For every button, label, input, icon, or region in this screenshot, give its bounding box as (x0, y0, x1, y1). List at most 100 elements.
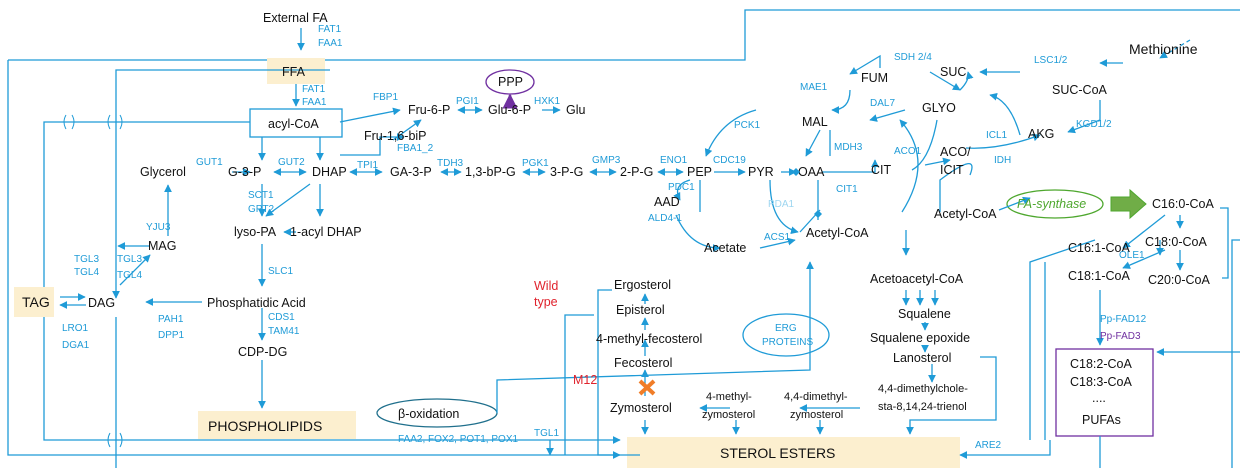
acetyl-coa-cyto-label: Acetyl-CoA (934, 207, 997, 221)
enzyme-cit1: CIT1 (836, 184, 858, 195)
glu-label: Glu (566, 103, 586, 117)
dimethylzymosterol-label-1: 4,4-dimethyl- (784, 391, 848, 403)
enzyme-tgl4-b: TGL4 (117, 270, 142, 281)
pep-label: PEP (687, 165, 712, 179)
c200-label: C20:0-CoA (1148, 273, 1210, 287)
enzyme-tgl1: TGL1 (534, 428, 559, 439)
fa-synthase-block-arrow-icon (1110, 188, 1147, 220)
fa-synthase-label: FA-synthase (1017, 197, 1086, 211)
acyl-dhap-label: 1-acyl DHAP (290, 225, 362, 239)
enzyme-tdh3: TDH3 (437, 158, 464, 169)
fa-synthase-ellipse (1006, 189, 1104, 219)
g3p-label: G-3-P (228, 165, 261, 179)
metabolite-labels: External FA FFA acyl-CoA PPP Fru-6-P Glu… (22, 11, 1214, 461)
erg-label-1: ERG (775, 323, 797, 334)
enzyme-gpt2: GPT2 (248, 204, 275, 215)
enzyme-faa1-a: FAA1 (318, 38, 343, 49)
enzyme-yju3: YJU3 (146, 222, 171, 233)
enzyme-gmp3: GMP3 (592, 155, 621, 166)
ppp-label: PPP (498, 75, 523, 89)
dimethylzymosterol-label-2: zymosterol (790, 409, 843, 421)
enzyme-icl1: ICL1 (986, 130, 1008, 141)
dhap-label: DHAP (312, 165, 347, 179)
c182-label: C18:2-CoA (1070, 357, 1132, 371)
enzyme-fbp1: FBP1 (373, 92, 398, 103)
enzyme-aco1: ACO1 (894, 146, 922, 157)
methionine-label: Methionine (1129, 41, 1198, 57)
fru6p-label: Fru-6-P (408, 103, 450, 117)
enzyme-slc1: SLC1 (268, 266, 293, 277)
bpg13-label: 1,3-bP-G (465, 165, 516, 179)
tag-box (14, 287, 54, 317)
lanosterol-label: Lanosterol (893, 351, 951, 365)
glyo-label: GLYO (922, 101, 956, 115)
enzyme-pp-fad12: Pp-FAD12 (1100, 314, 1147, 325)
tag-label: TAG (22, 294, 50, 310)
glycerol-label: Glycerol (140, 165, 186, 179)
methylzymosterol-label-2: zymosterol (702, 409, 755, 421)
icit-label: ICIT (940, 163, 964, 177)
pufa-box (1055, 348, 1154, 437)
c161-label: C16:1-CoA (1068, 241, 1130, 255)
ga3p-label: GA-3-P (390, 165, 432, 179)
enzyme-ald4: ALD4-1 (648, 213, 682, 224)
external-fa-label: External FA (263, 11, 328, 25)
squalene-epoxide-label: Squalene epoxide (870, 331, 970, 345)
dimethyl-triene-label-1: 4,4-dimethylchole- (878, 383, 968, 395)
ergosterol-label: Ergosterol (614, 278, 671, 292)
enzyme-lsc: LSC1/2 (1034, 55, 1068, 66)
phospholipids-box (198, 411, 356, 439)
bracket-left-2 (107, 114, 123, 130)
fru16bip-label: Fru-1,6-biP (364, 129, 427, 143)
enzyme-dal7: DAL7 (870, 98, 895, 109)
c183-label: C18:3-CoA (1070, 375, 1132, 389)
enzyme-pgk1: PGK1 (522, 158, 549, 169)
enzyme-mdh3: MDH3 (834, 142, 863, 153)
enzyme-pp-fad3: Pp-FAD3 (1100, 331, 1141, 342)
enzyme-pda1: PDA1 (768, 199, 795, 210)
methylfecosterol-label: 4-methyl-fecosterol (596, 332, 702, 346)
enzyme-fat1-b: FAT1 (302, 84, 326, 95)
c180-label: C18:0-CoA (1145, 235, 1207, 249)
enzyme-mae1: MAE1 (800, 82, 828, 93)
enzyme-idh: IDH (994, 155, 1011, 166)
aco-label: ACO/ (940, 145, 971, 159)
dag-label: DAG (88, 296, 115, 310)
c160-label: C16:0-CoA (1152, 197, 1214, 211)
junction-markers (792, 168, 822, 218)
pg3-label: 3-P-G (550, 165, 583, 179)
enzyme-faa1-b: FAA1 (302, 97, 327, 108)
mag-label: MAG (148, 239, 176, 253)
akg-label: AKG (1028, 127, 1054, 141)
enzyme-pck1: PCK1 (734, 120, 761, 131)
sterol-esters-box (627, 437, 960, 468)
enzyme-lro1: LRO1 (62, 323, 89, 334)
phospholipids-label: PHOSPHOLIPIDS (208, 418, 322, 434)
aad-label: AAD (654, 195, 680, 209)
fum-label: FUM (861, 71, 888, 85)
pufas-label: PUFAs (1082, 413, 1121, 427)
episterol-label: Episterol (616, 303, 665, 317)
pathway-arrows (7, 9, 1240, 468)
acyl-coa-label: acyl-CoA (268, 117, 319, 131)
enzyme-cds1: CDS1 (268, 312, 295, 323)
acetyl-coa-mito-label: Acetyl-CoA (806, 226, 869, 240)
enzyme-tgl3-b: TGL3 (117, 254, 142, 265)
enzyme-ole1: OLE1 (1119, 250, 1145, 261)
fecosterol-label: Fecosterol (614, 356, 672, 370)
cdp-dg-label: CDP-DG (238, 345, 287, 359)
enzyme-pdc1: PDC1 (668, 182, 695, 193)
erg-proteins-ellipse (742, 313, 830, 357)
methylzymosterol-label-1: 4-methyl- (706, 391, 752, 403)
m12-label: M12 (573, 373, 597, 387)
glu6p-label: Glu-6-P (488, 103, 531, 117)
enzyme-pgi1: PGI1 (456, 96, 479, 107)
acetate-label: Acetate (704, 241, 746, 255)
enzyme-eno1: ENO1 (660, 155, 688, 166)
acyl-coa-box (249, 108, 343, 138)
enzyme-cdc19: CDC19 (713, 155, 746, 166)
sterol-esters-label: STEROL ESTERS (720, 445, 835, 461)
enzyme-tgl3-a: TGL3 (74, 254, 99, 265)
enzyme-fat1-a: FAT1 (318, 24, 342, 35)
